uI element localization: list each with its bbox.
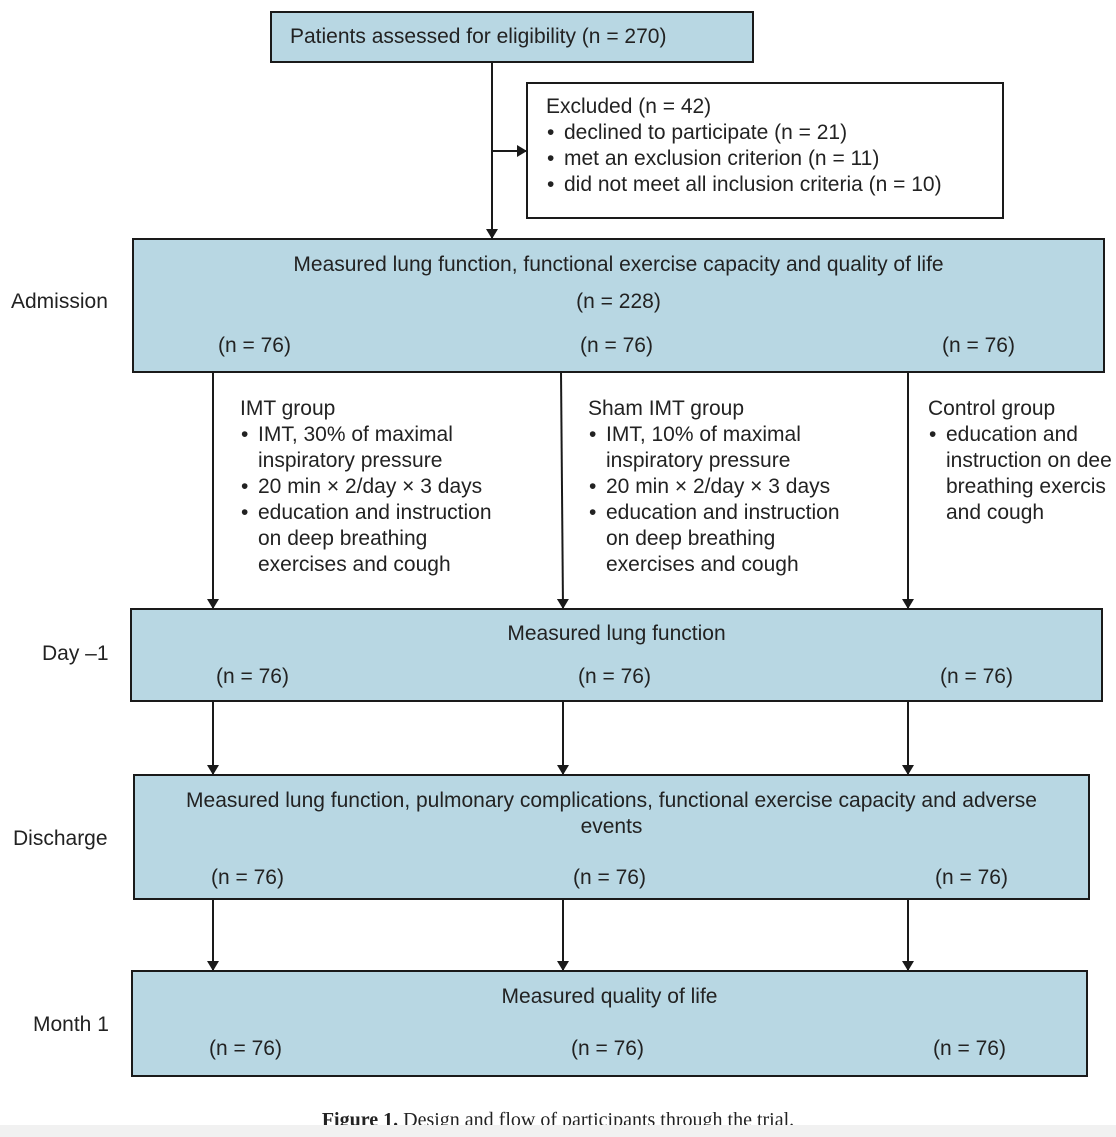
bullet: 20 min × 2/day × 3 days bbox=[588, 474, 840, 500]
month-1-count-sham: (n = 76) bbox=[571, 1037, 644, 1060]
day-minus-1-box: Measured lung function (n = 76) (n = 76)… bbox=[130, 608, 1103, 702]
discharge-count-sham: (n = 76) bbox=[573, 866, 646, 889]
discharge-title-line-1: Measured lung function, pulmonary compli… bbox=[186, 789, 1037, 812]
bullet: education and instruction on deep breath… bbox=[240, 500, 492, 578]
discharge-count-imt: (n = 76) bbox=[211, 866, 284, 889]
group-imt-title: IMT group bbox=[240, 397, 336, 420]
stage-label-admission: Admission bbox=[11, 290, 108, 313]
group-sham-bullets: IMT, 10% of maximal inspiratory pressure… bbox=[588, 422, 840, 578]
admission-title: Measured lung function, functional exerc… bbox=[293, 253, 944, 276]
eligibility-text: Patients assessed for eligibility (n = 2… bbox=[290, 25, 667, 48]
stage-label-month-1: Month 1 bbox=[33, 1013, 109, 1036]
bullet: 20 min × 2/day × 3 days bbox=[240, 474, 492, 500]
admission-count-imt: (n = 76) bbox=[218, 334, 291, 357]
excluded-item: declined to participate (n = 21) bbox=[546, 120, 942, 146]
day-minus-1-count-control: (n = 76) bbox=[940, 665, 1013, 688]
excluded-item: did not meet all inclusion criteria (n =… bbox=[546, 172, 942, 198]
month-1-count-control: (n = 76) bbox=[933, 1037, 1006, 1060]
admission-count-control: (n = 76) bbox=[942, 334, 1015, 357]
day-minus-1-title: Measured lung function bbox=[507, 622, 726, 645]
group-control: Control group education and instruction … bbox=[928, 396, 1116, 526]
excluded-item: met an exclusion criterion (n = 11) bbox=[546, 146, 942, 172]
group-control-bullets: education and instruction on dee breathi… bbox=[928, 422, 1116, 526]
discharge-title-line-2: events bbox=[580, 815, 643, 838]
bottom-strip bbox=[0, 1125, 1116, 1137]
bullet: education and instruction on dee breathi… bbox=[928, 422, 1116, 526]
bullet: IMT, 10% of maximal inspiratory pressure bbox=[588, 422, 840, 474]
admission-count-sham: (n = 76) bbox=[580, 334, 653, 357]
eligibility-box: Patients assessed for eligibility (n = 2… bbox=[270, 11, 754, 63]
group-imt: IMT group IMT, 30% of maximal inspirator… bbox=[240, 396, 492, 578]
group-imt-bullets: IMT, 30% of maximal inspiratory pressure… bbox=[240, 422, 492, 578]
admission-total-count: (n = 228) bbox=[576, 290, 661, 313]
arrow-admission-day1-sham bbox=[556, 371, 569, 609]
month-1-count-imt: (n = 76) bbox=[209, 1037, 282, 1060]
bullet: IMT, 30% of maximal inspiratory pressure bbox=[240, 422, 492, 474]
group-control-title: Control group bbox=[928, 397, 1056, 420]
stage-label-discharge: Discharge bbox=[13, 827, 108, 850]
bullet: education and instruction on deep breath… bbox=[588, 500, 840, 578]
stage-label-day-minus-1: Day –1 bbox=[42, 642, 109, 665]
day-minus-1-count-sham: (n = 76) bbox=[578, 665, 651, 688]
discharge-count-control: (n = 76) bbox=[935, 866, 1008, 889]
excluded-box: Excluded (n = 42) declined to participat… bbox=[526, 82, 1004, 219]
excluded-list: declined to participate (n = 21) met an … bbox=[546, 120, 942, 198]
excluded-title: Excluded (n = 42) bbox=[546, 95, 712, 118]
month-1-title: Measured quality of life bbox=[501, 985, 718, 1008]
group-sham-imt: Sham IMT group IMT, 10% of maximal inspi… bbox=[588, 396, 840, 578]
month-1-box: Measured quality of life (n = 76) (n = 7… bbox=[131, 970, 1088, 1077]
discharge-box: Measured lung function, pulmonary compli… bbox=[133, 774, 1090, 900]
admission-box: Measured lung function, functional exerc… bbox=[132, 238, 1105, 373]
group-sham-title: Sham IMT group bbox=[588, 397, 745, 420]
day-minus-1-count-imt: (n = 76) bbox=[216, 665, 289, 688]
